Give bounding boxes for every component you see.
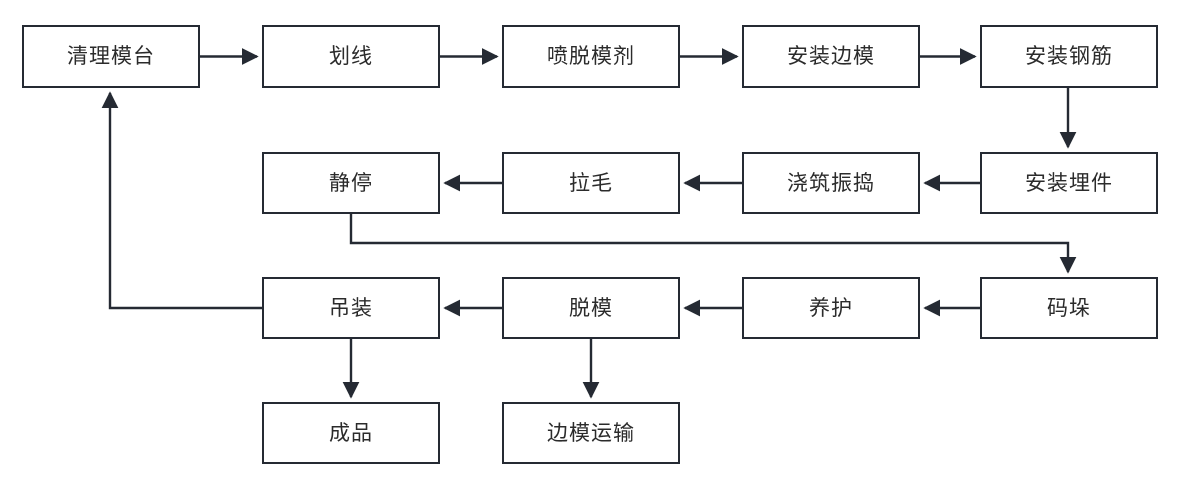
node-n8[interactable]: 拉毛 xyxy=(502,152,680,214)
node-label: 安装钢筋 xyxy=(1025,45,1113,68)
node-n1[interactable]: 清理模台 xyxy=(22,25,200,88)
node-n6[interactable]: 安装埋件 xyxy=(980,152,1158,214)
node-n3[interactable]: 喷脱模剂 xyxy=(502,25,680,88)
node-n4[interactable]: 安装边模 xyxy=(742,25,920,88)
node-n10[interactable]: 码垛 xyxy=(980,277,1158,339)
node-label: 划线 xyxy=(329,45,373,68)
node-label: 喷脱模剂 xyxy=(547,45,635,68)
node-label: 浇筑振捣 xyxy=(787,171,875,195)
node-n2[interactable]: 划线 xyxy=(262,25,440,88)
node-label: 静停 xyxy=(329,171,373,195)
node-label: 成品 xyxy=(329,421,373,445)
node-label: 脱模 xyxy=(569,296,613,320)
node-label: 安装埋件 xyxy=(1025,171,1113,195)
node-label: 养护 xyxy=(809,296,853,320)
node-label: 码垛 xyxy=(1047,296,1091,320)
node-n13[interactable]: 吊装 xyxy=(262,277,440,339)
edge-n9-n10 xyxy=(349,214,1077,274)
node-n11[interactable]: 养护 xyxy=(742,277,920,339)
node-n5[interactable]: 安装钢筋 xyxy=(980,25,1158,88)
node-n7[interactable]: 浇筑振捣 xyxy=(742,152,920,214)
edge-n13-n1-feedback xyxy=(101,91,262,310)
node-n9[interactable]: 静停 xyxy=(262,152,440,214)
node-label: 安装边模 xyxy=(787,45,875,68)
node-label: 拉毛 xyxy=(569,171,613,195)
node-label: 边模运输 xyxy=(547,421,635,445)
node-n14[interactable]: 成品 xyxy=(262,402,440,464)
node-n15[interactable]: 边模运输 xyxy=(502,402,680,464)
node-n12[interactable]: 脱模 xyxy=(502,277,680,339)
node-label: 清理模台 xyxy=(67,45,155,68)
node-label: 吊装 xyxy=(329,296,373,320)
